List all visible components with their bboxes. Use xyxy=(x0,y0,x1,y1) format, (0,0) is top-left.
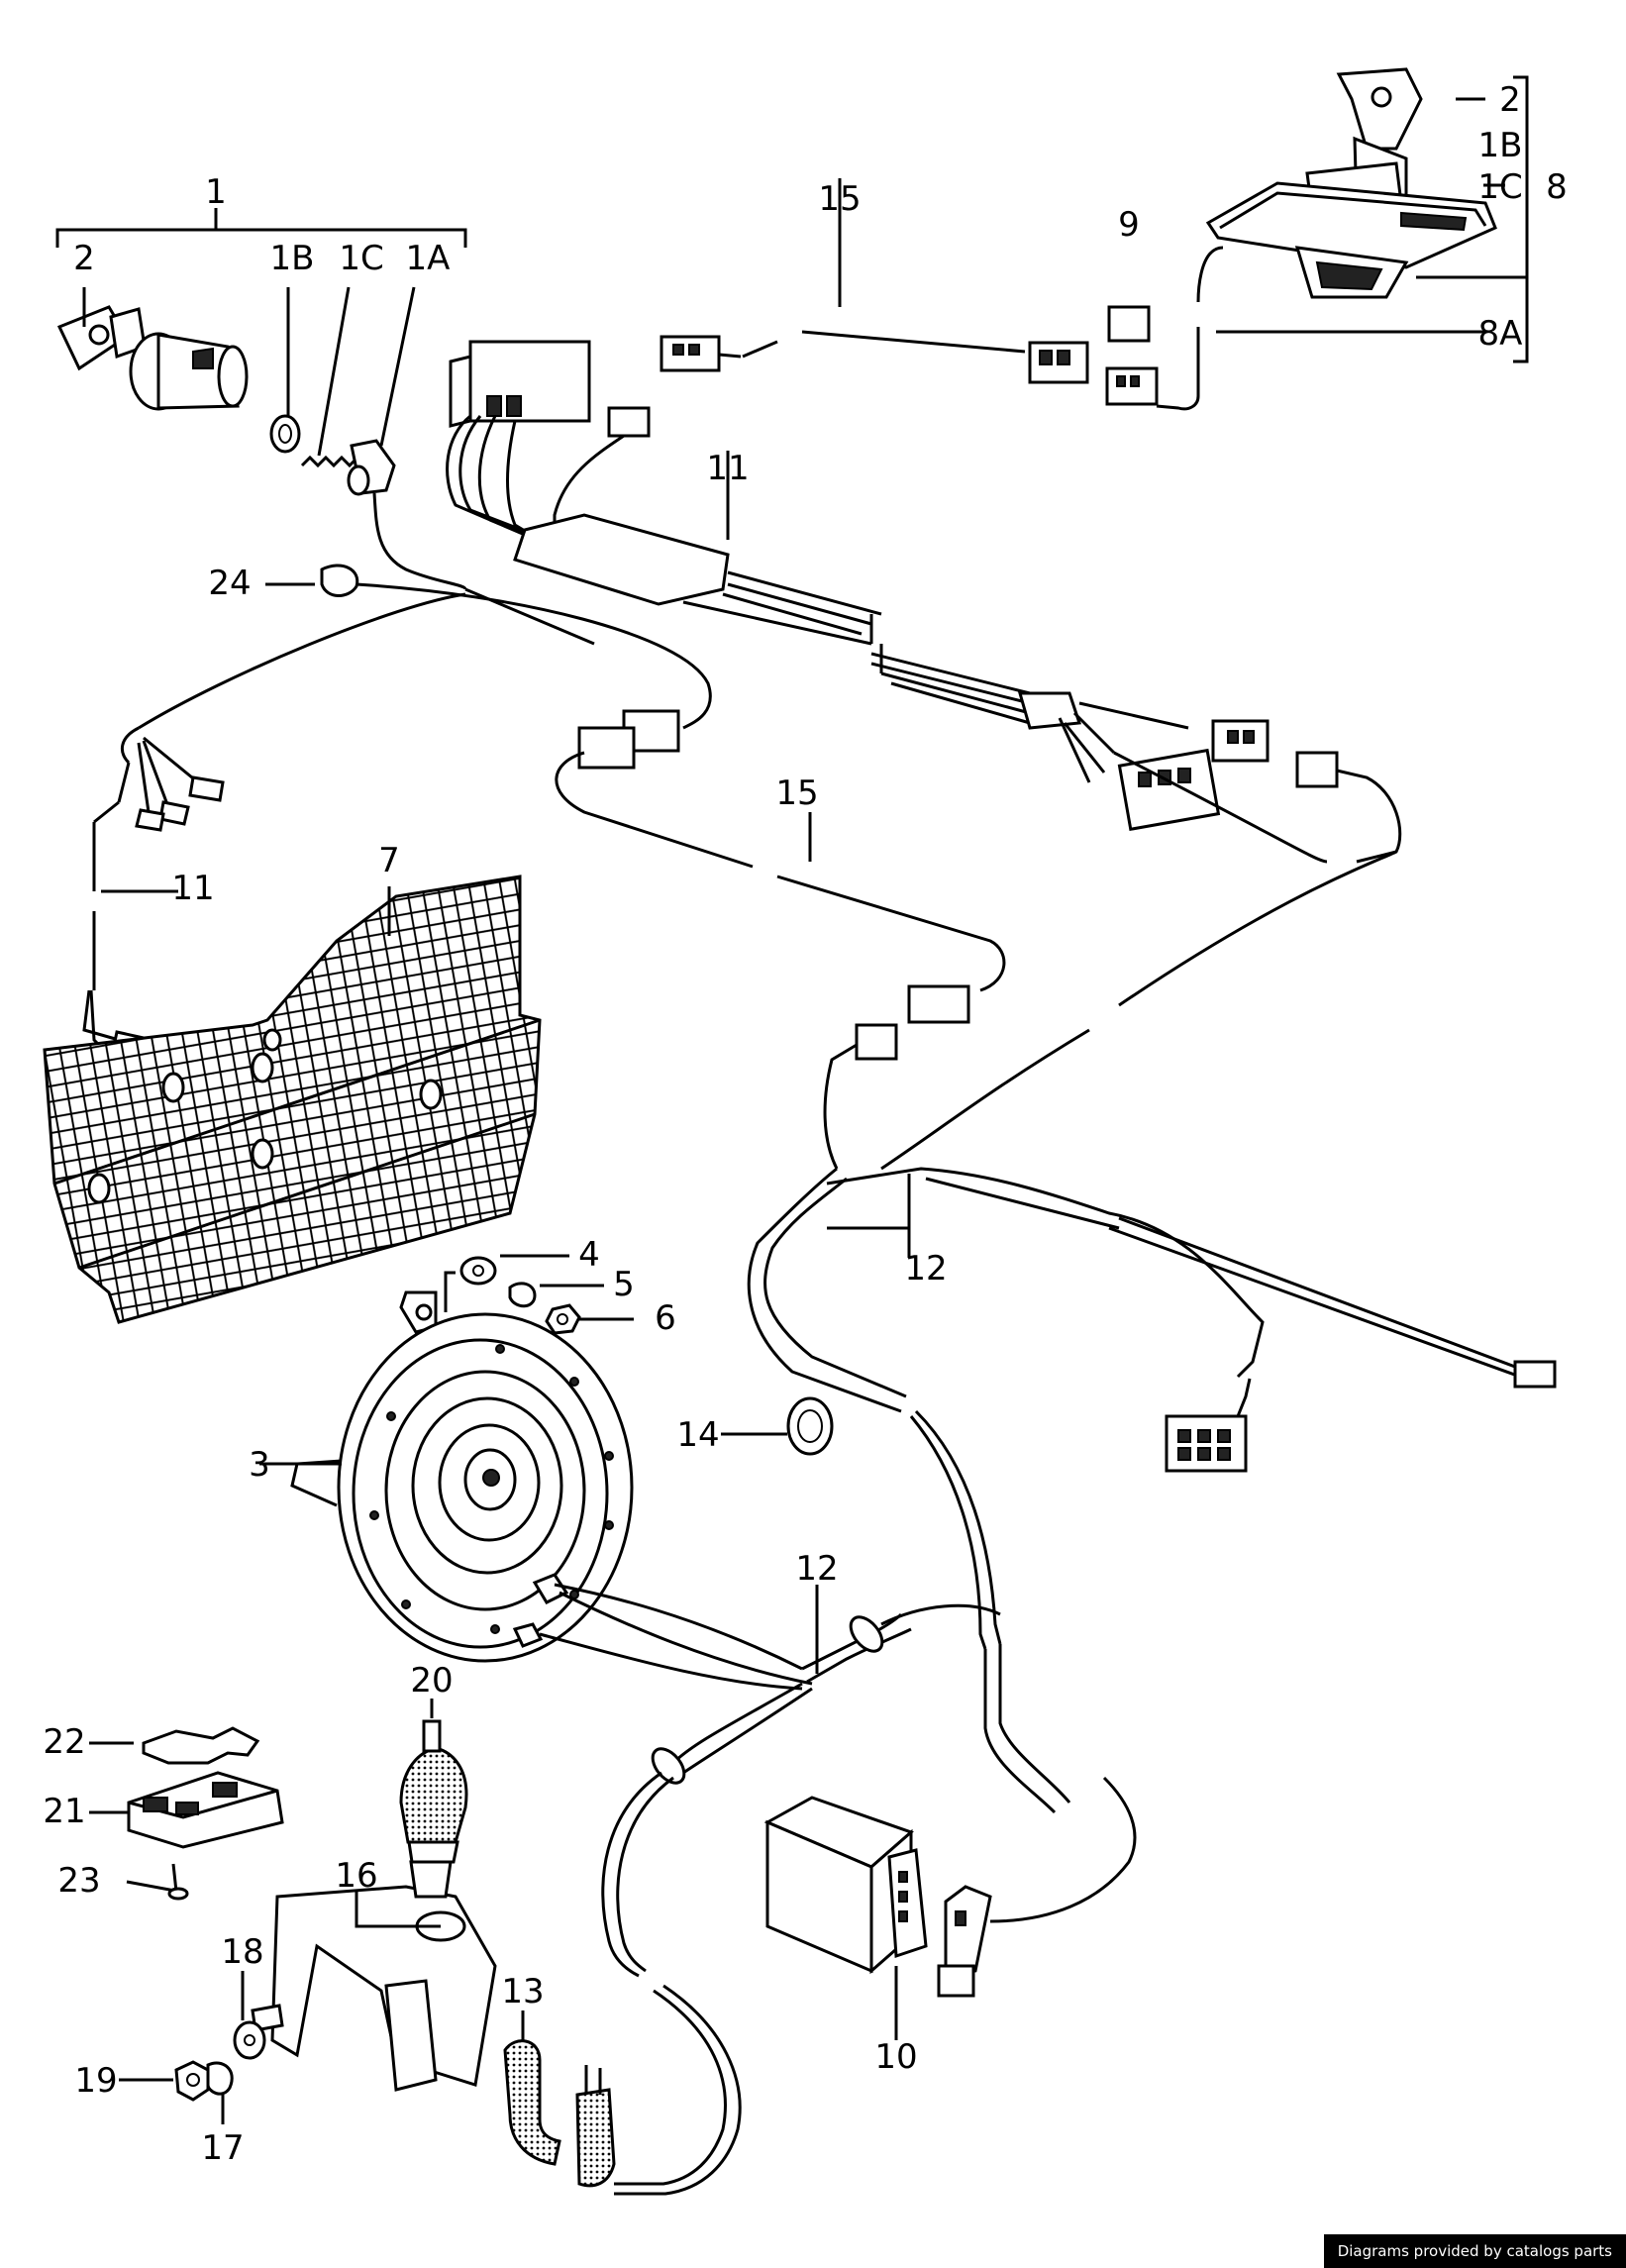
label-10: 10 xyxy=(874,2037,917,2077)
horn-3 xyxy=(259,1254,634,1663)
label-22: 22 xyxy=(43,1722,85,1762)
label-6: 6 xyxy=(655,1298,676,1338)
label-14: 14 xyxy=(676,1415,719,1455)
harness-12 xyxy=(747,1167,1557,1814)
fasteners-17-18-19 xyxy=(119,1971,266,2124)
label-24: 24 xyxy=(208,564,251,603)
label-2-right: 2 xyxy=(1499,80,1521,120)
label-13: 13 xyxy=(501,1972,544,2011)
label-12-upper: 12 xyxy=(904,1249,947,1289)
label-9: 9 xyxy=(1118,205,1140,245)
label-20: 20 xyxy=(410,1661,453,1701)
label-18: 18 xyxy=(221,1932,263,1972)
label-21: 21 xyxy=(43,1792,85,1831)
label-11-top: 11 xyxy=(706,449,749,488)
harness-11 xyxy=(446,340,1402,864)
credit-badge: Diagrams provided by catalogs parts xyxy=(1323,2234,1626,2268)
label-4: 4 xyxy=(578,1235,600,1275)
ignition-lock-assembly xyxy=(55,208,467,590)
label-17: 17 xyxy=(201,2128,244,2168)
clamp-14 xyxy=(721,1396,834,1456)
label-15-top: 15 xyxy=(818,179,861,219)
bracket-16 xyxy=(251,1699,497,2092)
bracket-parts-21-22-23 xyxy=(89,1726,284,1901)
harness-lower xyxy=(512,1573,1001,2196)
label-15-middle: 15 xyxy=(775,773,818,813)
sound-pad-7 xyxy=(43,875,542,1324)
label-1B-right: 1B xyxy=(1478,126,1523,165)
label-1A: 1A xyxy=(406,239,451,278)
part-labels: 1 2 1B 1C 1A 2 1B 1C 8 8A 9 15 11 24 15 … xyxy=(43,80,1567,2168)
label-19: 19 xyxy=(74,2061,117,2101)
connector-13 xyxy=(503,2010,616,2188)
label-1C-right: 1C xyxy=(1477,167,1522,207)
label-23: 23 xyxy=(57,1861,100,1901)
control-unit-10 xyxy=(763,1776,1137,2040)
wire-15-top xyxy=(660,178,1089,384)
label-8A: 8A xyxy=(1478,314,1523,354)
label-12-lower: 12 xyxy=(795,1549,838,1589)
label-2-left: 2 xyxy=(73,239,95,278)
label-1C-left: 1C xyxy=(339,239,383,278)
label-5: 5 xyxy=(613,1265,635,1304)
trunk-lock-assembly xyxy=(1105,67,1529,411)
label-3: 3 xyxy=(249,1445,270,1485)
label-8: 8 xyxy=(1546,167,1568,207)
label-7: 7 xyxy=(378,841,400,880)
label-1: 1 xyxy=(205,172,227,212)
label-11-left: 11 xyxy=(171,869,214,908)
label-1B-left: 1B xyxy=(270,239,315,278)
label-16: 16 xyxy=(335,1856,377,1896)
